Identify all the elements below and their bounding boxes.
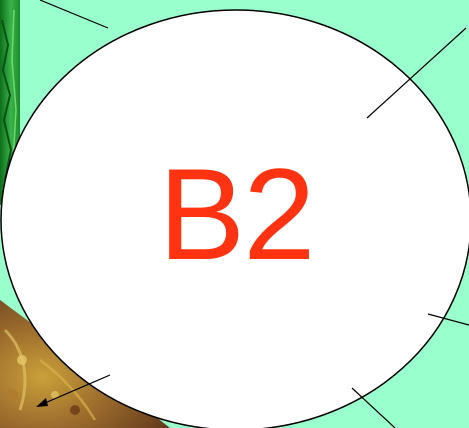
center-label: B2 [158, 149, 313, 279]
connector-line-bottom-right [352, 388, 395, 428]
connector-line-top-left [40, 0, 108, 28]
